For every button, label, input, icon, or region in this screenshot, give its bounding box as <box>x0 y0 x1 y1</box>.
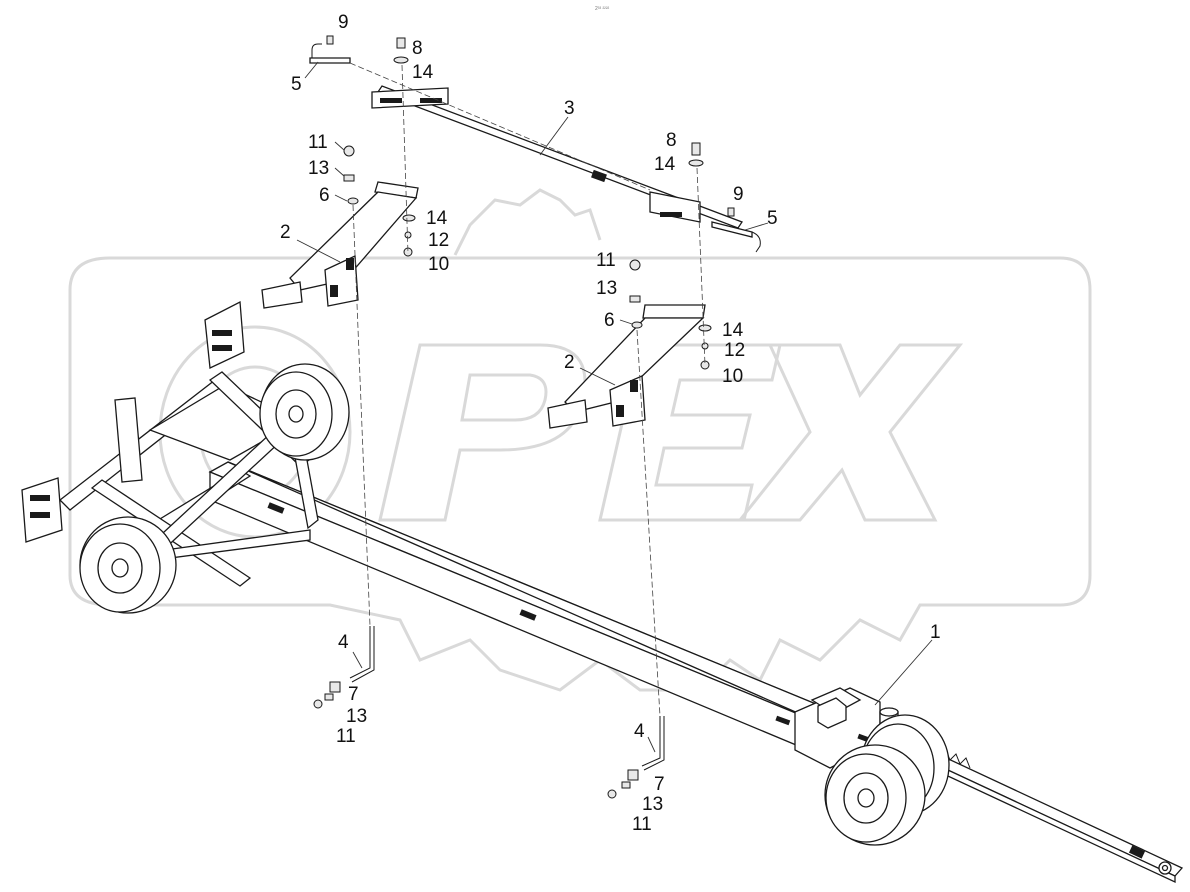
callout-13-left-upper: 13 <box>308 158 329 179</box>
callout-14-left-upper: 14 <box>412 62 434 83</box>
handle-right <box>711 221 761 253</box>
assembly-lines <box>349 62 706 717</box>
handle-left <box>309 43 351 64</box>
callout-11-right-upper: 11 <box>596 250 616 271</box>
rod-left <box>349 626 375 683</box>
callout-12-left: 12 <box>428 230 449 251</box>
bracket-left <box>261 181 419 309</box>
callout-2-left: 2 <box>280 222 291 243</box>
hardware-items <box>313 35 735 799</box>
rear-left-wheel <box>79 516 177 614</box>
callout-3: 3 <box>564 98 575 119</box>
callout-13-left-lower: 13 <box>346 706 367 727</box>
callout-6-left: 6 <box>319 185 330 206</box>
trailer-main-frame <box>21 300 1184 884</box>
callout-13-right-lower: 13 <box>642 794 663 815</box>
upper-support-bar <box>371 85 743 229</box>
callout-1: 1 <box>930 622 941 643</box>
callout-6-right: 6 <box>604 310 615 331</box>
leader-lines <box>296 61 933 753</box>
front-left-wheel <box>824 744 926 846</box>
callout-10-left: 10 <box>428 254 449 275</box>
callout-11-right-lower: 11 <box>632 814 652 835</box>
callout-labels: 1 2 2 3 4 4 5 5 6 6 7 7 8 8 9 9 10 10 11… <box>280 12 941 835</box>
callout-11-left-upper: 11 <box>308 132 328 153</box>
callout-7-right: 7 <box>654 774 665 795</box>
callout-10-right: 10 <box>722 366 743 387</box>
callout-7-left: 7 <box>348 684 359 705</box>
callout-9-right: 9 <box>733 184 744 205</box>
callout-14-right-upper: 14 <box>654 154 676 175</box>
callout-4-left: 4 <box>338 632 349 653</box>
callout-5-right: 5 <box>767 208 778 229</box>
callout-5-left: 5 <box>291 74 302 95</box>
callout-11-left-lower: 11 <box>336 726 356 747</box>
rear-right-wheel <box>259 363 350 461</box>
callout-14-left-lower: 14 <box>426 208 448 229</box>
callout-8-left: 8 <box>412 38 423 59</box>
callout-12-right: 12 <box>724 340 745 361</box>
image-code: 2³³ ²²²² <box>595 6 609 12</box>
callout-14-right-lower: 14 <box>722 320 744 341</box>
callout-4-right: 4 <box>634 721 645 742</box>
callout-9-left: 9 <box>338 12 349 33</box>
rod-right <box>641 716 665 771</box>
bracket-right <box>547 304 706 429</box>
callout-13-right-upper: 13 <box>596 278 617 299</box>
callout-2-right: 2 <box>564 352 575 373</box>
callout-8-right: 8 <box>666 130 677 151</box>
